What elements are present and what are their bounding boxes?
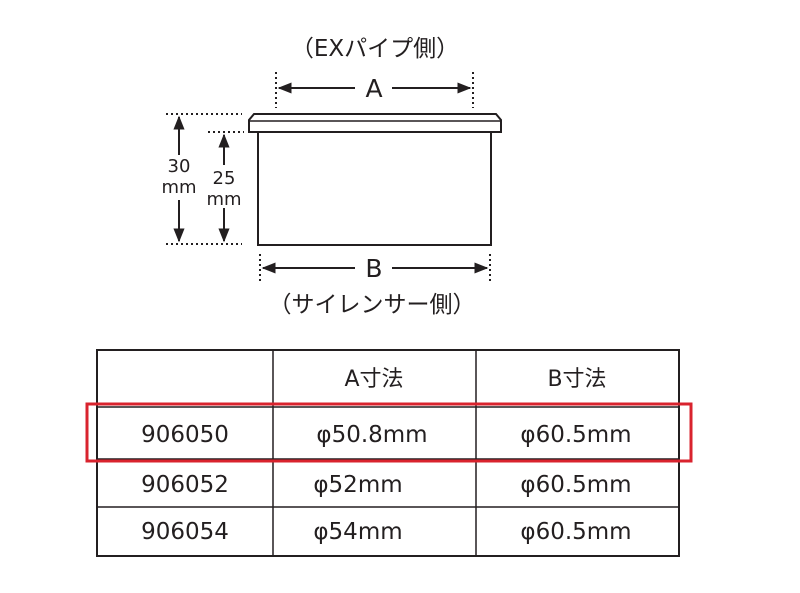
dim-a-label: A — [365, 74, 382, 103]
highlighted-row-frame — [85, 402, 693, 463]
dim-25-value: 25 — [213, 168, 236, 189]
b-size-cell: φ60.5mm — [520, 422, 631, 448]
part-flange — [248, 113, 502, 133]
table-header-b: B寸法 — [547, 367, 606, 392]
size-table: A寸法 B寸法 906050 φ50.8mm φ60.5mm 906052 φ5… — [85, 349, 693, 557]
table-border — [96, 349, 680, 557]
silencer-side-caption: （サイレンサー側） — [269, 292, 476, 318]
part-number-cell: 906050 — [141, 422, 229, 448]
part-number-cell: 906052 — [141, 472, 229, 498]
table-header-a: A寸法 — [344, 367, 403, 392]
dim-25-unit: mm — [206, 189, 241, 210]
dim-b-label: B — [365, 254, 382, 283]
dim-30-unit: mm — [161, 177, 196, 198]
a-size-cell: φ50.8mm — [316, 422, 427, 448]
ex-pipe-side-caption: （EXパイプ側） — [291, 36, 459, 62]
table-row[interactable]: 906054 φ54mm φ60.5mm — [141, 519, 632, 545]
table-row[interactable]: 906050 φ50.8mm φ60.5mm — [141, 422, 632, 448]
b-size-cell: φ60.5mm — [520, 472, 631, 498]
dim-30-value: 30 — [168, 156, 191, 177]
a-size-cell: φ54mm — [313, 519, 402, 545]
part-body — [257, 131, 492, 246]
table-row[interactable]: 906052 φ52mm φ60.5mm — [141, 472, 632, 498]
b-size-cell: φ60.5mm — [520, 519, 631, 545]
a-size-cell: φ52mm — [313, 472, 402, 498]
part-number-cell: 906054 — [141, 519, 229, 545]
